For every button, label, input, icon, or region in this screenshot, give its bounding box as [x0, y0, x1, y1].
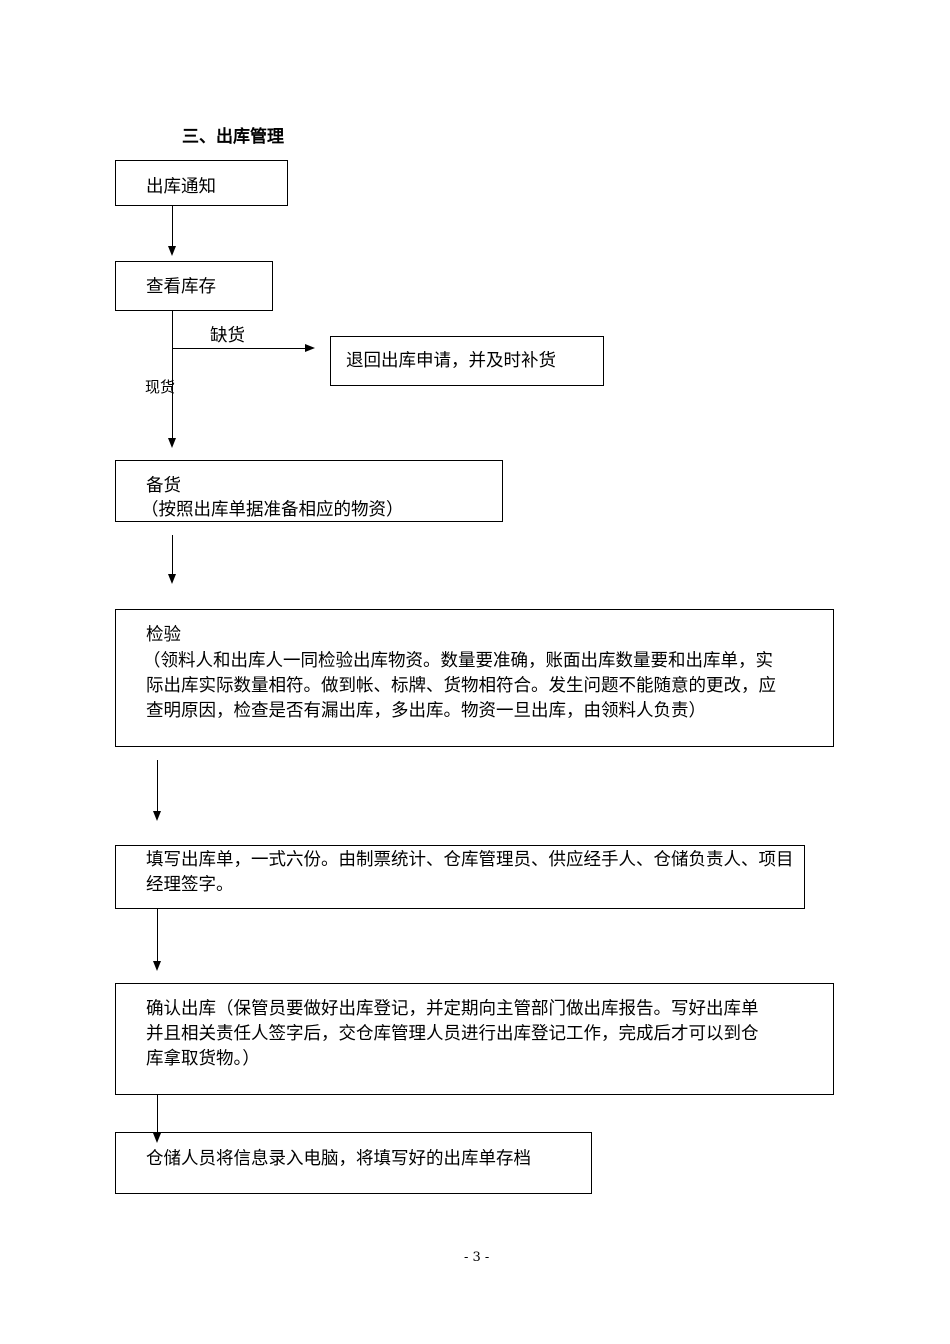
- arrow-line: [172, 206, 173, 248]
- arrow-line: [157, 760, 158, 812]
- step-check-stock-text: 查看库存: [146, 277, 216, 297]
- arrow-line: [157, 909, 158, 963]
- step-prepare-title: 备货: [146, 476, 181, 496]
- arrow-head: [168, 574, 176, 584]
- arrow-head: [168, 246, 176, 256]
- step-inspect-line: 际出库实际数量相符。做到帐、标牌、货物相符合。发生问题不能随意的更改，应: [146, 676, 776, 696]
- step-archive-text: 仓储人员将信息录入电脑，将填写好的出库单存档: [146, 1149, 531, 1169]
- arrow-line: [172, 311, 173, 439]
- step-inspect-line: 查明原因，检查是否有漏出库，多出库。物资一旦出库，由领料人负责）: [146, 701, 706, 721]
- step-confirm-line: 库拿取货物。）: [146, 1049, 260, 1069]
- step-return-text: 退回出库申请，并及时补货: [346, 351, 556, 371]
- step-fill-form-line: 经理签字。: [146, 875, 234, 895]
- step-notice-box: 出库通知: [115, 160, 288, 206]
- arrow-head: [153, 961, 161, 971]
- out-of-stock-label: 缺货: [210, 326, 245, 346]
- step-inspect-box: 检验 （领料人和出库人一同检验出库物资。数量要准确，账面出库数量要和出库单，实 …: [115, 609, 834, 747]
- step-fill-form-line: 填写出库单，一式六份。由制票统计、仓库管理员、供应经手人、仓储负责人、项目: [146, 850, 794, 870]
- step-inspect-title: 检验: [146, 625, 181, 645]
- arrow-line: [172, 535, 173, 575]
- step-fill-form-box: 填写出库单，一式六份。由制票统计、仓库管理员、供应经手人、仓储负责人、项目 经理…: [115, 845, 805, 909]
- branch-line: [172, 348, 306, 349]
- step-confirm-line: 并且相关责任人签字后，交仓库管理人员进行出库登记工作，完成后才可以到仓: [146, 1024, 759, 1044]
- arrow-head: [153, 1133, 161, 1143]
- arrow-head: [305, 344, 315, 352]
- step-confirm-box: 确认出库（保管员要做好出库登记，并定期向主管部门做出库报告。写好出库单 并且相关…: [115, 983, 834, 1095]
- step-check-stock-box: 查看库存: [115, 261, 273, 311]
- step-prepare-box: 备货 （按照出库单据准备相应的物资）: [115, 460, 503, 522]
- arrow-line: [157, 1095, 158, 1135]
- step-return-box: 退回出库申请，并及时补货: [330, 336, 604, 386]
- step-prepare-desc: （按照出库单据准备相应的物资）: [141, 500, 404, 520]
- section-heading: 三、出库管理: [182, 127, 284, 147]
- page-number: - 3 -: [464, 1250, 490, 1265]
- step-confirm-line: 确认出库（保管员要做好出库登记，并定期向主管部门做出库报告。写好出库单: [146, 999, 759, 1019]
- arrow-head: [153, 811, 161, 821]
- step-notice-text: 出库通知: [146, 177, 216, 197]
- arrow-head: [168, 438, 176, 448]
- step-archive-box: 仓储人员将信息录入电脑，将填写好的出库单存档: [115, 1132, 592, 1194]
- in-stock-label: 现货: [145, 378, 176, 396]
- step-inspect-line: （领料人和出库人一同检验出库物资。数量要准确，账面出库数量要和出库单，实: [143, 651, 773, 671]
